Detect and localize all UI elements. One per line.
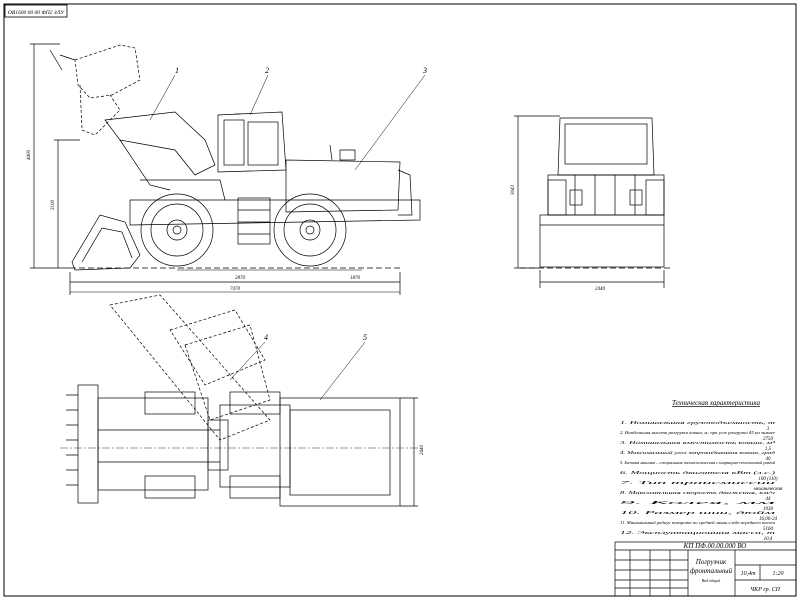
sheet-group: ЧКР гр. СП (750, 587, 781, 593)
spec-label: 5. Базовая машина – специальная технолог… (620, 460, 776, 465)
spec-label: 3. Номинальная вместимость ковша, м³ (620, 440, 776, 446)
spec-value: 100 (110) (758, 477, 778, 482)
spec-label: 7. Тип трансмиссии (620, 480, 778, 485)
specs-title: Техническая характеристика (672, 399, 760, 407)
side-view-labels: 1 2 3 4400 3100 2870 1870 7470 (27, 66, 427, 292)
spec-label: 9. Колея, мм (620, 500, 775, 506)
front-wheel (140, 193, 214, 267)
lowered-bucket (71, 214, 141, 271)
dim-length-total: 7470 (230, 287, 241, 292)
boom-arm (104, 111, 216, 176)
chassis-frame (129, 199, 421, 226)
callout-4: 4 (264, 333, 268, 342)
spec-label: 12. Эксплуатационная масса, т (620, 530, 777, 536)
turned-outline (109, 294, 271, 441)
spec-value: 2750 (763, 437, 774, 442)
dim-wheelbase: 2870 (235, 276, 246, 281)
scale-value: 1:20 (773, 571, 784, 577)
front-bucket (539, 214, 665, 268)
product-name-1: Погрузчик (695, 558, 727, 566)
sheet-frame (3, 3, 797, 597)
dim-front-height: 3043 (511, 185, 516, 196)
spec-value: 40 (766, 457, 772, 462)
rear-wheel (273, 193, 347, 267)
plan-front-wheel-right (144, 475, 196, 499)
mass-value: 10,4т (741, 570, 757, 577)
raised-bucket-outline (74, 44, 141, 99)
dim-side-height-total: 4400 (27, 150, 32, 161)
spec-value: 5160 (763, 527, 774, 532)
product-name-2: фронтальный (690, 567, 733, 575)
front-view-labels: 3043 2440 (511, 185, 606, 293)
side-view (30, 43, 426, 295)
plan-view-labels: 4 5 2440 (264, 333, 425, 455)
spec-value: механическая (753, 487, 783, 492)
dim-side-height-mid: 3100 (51, 200, 56, 211)
title-block (614, 541, 797, 597)
spec-label: 10. Размер шин, дюйм (620, 510, 775, 516)
doc-code: КП ПФ.00.00.000 ВО (683, 542, 747, 550)
front-view (514, 115, 672, 288)
spec-value: 3 (767, 427, 770, 432)
plan-view (60, 294, 420, 507)
spec-label: 11. Минимальный радиус поворота по средн… (620, 520, 776, 525)
spec-label: 6. Мощность двигателя кВт (л.с.) (620, 470, 776, 475)
callout-5: 5 (363, 333, 367, 342)
engine-hood (285, 159, 401, 213)
spec-value: 1930 (763, 507, 774, 512)
spec-label: 1. Номинальная грузоподъемность, т (620, 420, 776, 426)
spec-label: 4. Максимальный угол запрокидывания ковш… (620, 450, 776, 456)
plan-front-wheel-left (144, 391, 196, 415)
product-name-3: Вид общий (702, 578, 720, 583)
spec-label: 8. Максимальная скорость движения, км/ч (620, 490, 776, 496)
tech-specs: Техническая характеристика 1. Номинальна… (620, 399, 783, 542)
spec-value: 1,5 (765, 447, 772, 452)
stamp-code: ОВ1600 00 00 ФП2 ЗЛУ (8, 10, 65, 16)
spec-value: 44 (766, 497, 772, 502)
title-block-text: КП ПФ.00.00.000 ВО Погрузчик фронтальный… (683, 542, 784, 593)
spec-value: 16,00-24 (759, 517, 777, 522)
dim-plan-width: 2440 (420, 445, 425, 456)
spec-label: 2. Наибольшая высота разгрузки ковша, м;… (620, 430, 775, 436)
spec-value: 10,4 (764, 537, 773, 542)
plan-engine (279, 397, 401, 507)
dim-front-width: 2440 (595, 287, 606, 292)
stamp-box: ОВ1600 00 00 ФП2 ЗЛУ (4, 4, 68, 18)
callout-3: 3 (422, 66, 427, 75)
callout-2: 2 (265, 66, 269, 75)
callout-1: 1 (175, 66, 179, 75)
dim-overhang: 1870 (350, 276, 361, 281)
